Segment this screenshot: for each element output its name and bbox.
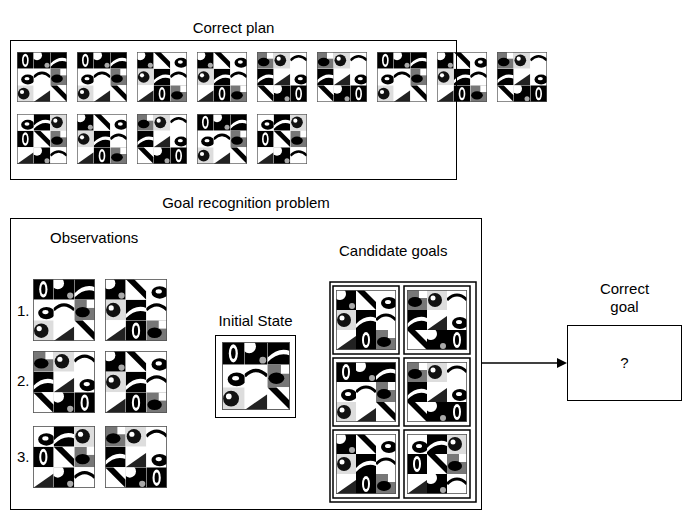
candidate-image xyxy=(407,362,468,422)
candidate-image xyxy=(334,288,397,350)
candidate-box xyxy=(333,286,399,354)
observation-image xyxy=(103,349,168,413)
initial-state-box: Initial State xyxy=(215,335,296,418)
plan-step-image xyxy=(17,114,67,164)
connector-arrow xyxy=(482,358,567,368)
candidate-image xyxy=(407,434,467,494)
callout-number: 3. xyxy=(17,448,30,466)
observation-image xyxy=(33,426,95,488)
section-label: Candidate goals xyxy=(339,242,447,260)
plan-step-image xyxy=(135,50,188,102)
initial-state-image xyxy=(222,340,290,410)
observation-image xyxy=(33,351,96,413)
candidate-box xyxy=(404,286,470,354)
callout-number: 2. xyxy=(17,372,30,390)
candidate-image xyxy=(336,360,396,422)
box-heading: Initial State xyxy=(215,312,296,330)
plan-step-image xyxy=(77,50,127,102)
plan-step-image xyxy=(257,52,308,102)
section-label: Observations xyxy=(50,229,138,247)
plan-panel: Correct plan xyxy=(10,40,457,180)
connector-line xyxy=(482,362,558,364)
candidate-box xyxy=(333,430,399,498)
goal-box: Correct goal? xyxy=(567,325,682,401)
box-heading: Goal recognition problem xyxy=(56,194,436,212)
candidate-image xyxy=(334,432,397,494)
candidate-image xyxy=(407,290,468,350)
plan-step-image xyxy=(377,50,427,102)
plan-step-image xyxy=(435,50,488,102)
observation-image xyxy=(105,426,168,488)
plan-step-image xyxy=(17,50,67,102)
problem-panel: Goal recognition problemInitial State xyxy=(10,218,482,510)
box-heading: Correct goal xyxy=(585,280,665,316)
box-text: ? xyxy=(568,354,681,372)
plan-step-image xyxy=(197,112,247,164)
observation-image xyxy=(103,277,168,341)
arrow-head xyxy=(557,358,567,368)
box-heading: Correct plan xyxy=(84,19,384,37)
candidate-frame xyxy=(330,282,476,502)
callout-number: 1. xyxy=(17,302,30,320)
plan-step-image xyxy=(257,114,307,164)
observation-image xyxy=(33,277,95,341)
plan-step-image xyxy=(137,114,188,164)
plan-step-image xyxy=(317,52,368,102)
plan-step-image xyxy=(195,50,248,102)
plan-step-image xyxy=(497,52,548,102)
candidate-box xyxy=(404,358,470,426)
candidate-box xyxy=(404,430,470,498)
candidate-box xyxy=(333,358,399,426)
plan-step-image xyxy=(75,112,127,164)
